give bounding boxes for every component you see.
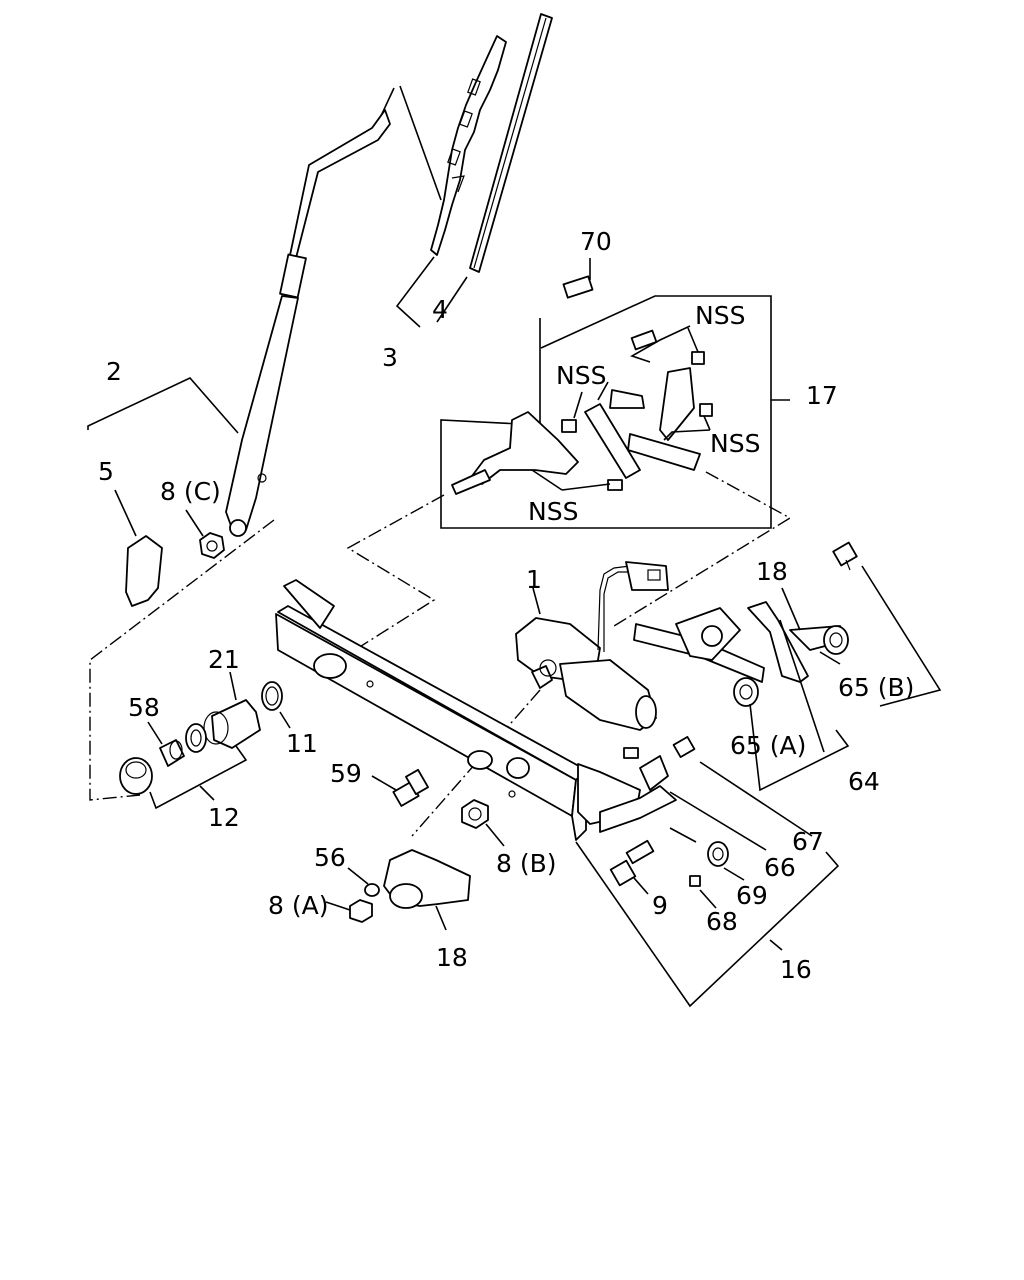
label-18-top: 18	[756, 557, 788, 586]
label-2: 2	[106, 357, 122, 386]
label-56: 56	[314, 843, 346, 872]
label-70: 70	[580, 227, 612, 256]
washer-12	[185, 723, 207, 753]
nut-8a	[349, 899, 373, 923]
cap-65b	[823, 625, 849, 655]
clip-68	[689, 875, 701, 887]
pivot-housing	[451, 411, 579, 495]
label-65b: 65 (B)	[838, 673, 914, 702]
screw-nss-4	[699, 403, 713, 417]
bolt-59	[392, 768, 429, 807]
label-17: 17	[806, 381, 838, 410]
plug-67	[623, 747, 639, 759]
screw-64	[832, 541, 858, 571]
screw-nss-2	[691, 351, 705, 365]
label-nss-right: NSS	[710, 429, 760, 458]
main-bracket	[275, 579, 587, 841]
label-59: 59	[330, 759, 362, 788]
link-pivot-left	[675, 607, 741, 661]
label-3: 3	[382, 343, 398, 372]
cap-65a	[733, 677, 759, 707]
lower-pivot-18	[383, 849, 471, 909]
cap-nut-12	[119, 757, 153, 795]
wiper-blade-frame	[430, 35, 507, 256]
label-66: 66	[764, 853, 796, 882]
label-4: 4	[432, 295, 448, 324]
wiper-motor	[515, 617, 657, 731]
bushing-69	[707, 841, 729, 867]
nut-8c	[199, 532, 225, 559]
label-11: 11	[286, 729, 318, 758]
oring-11	[261, 681, 283, 711]
mount-bracket-16	[577, 763, 677, 833]
screw-nss-5	[607, 479, 623, 491]
nut-8b	[461, 799, 489, 829]
screw-70	[562, 275, 594, 299]
bolt-9	[609, 839, 655, 887]
label-5: 5	[98, 457, 114, 486]
label-1: 1	[526, 565, 542, 594]
screw-nss-1	[630, 329, 658, 351]
label-69: 69	[736, 881, 768, 910]
linkage-plate	[584, 367, 701, 479]
label-nss-bottom: NSS	[528, 497, 578, 526]
label-67: 67	[792, 827, 824, 856]
label-8a: 8 (A)	[268, 891, 328, 920]
label-nss-mid: NSS	[556, 361, 606, 390]
label-12: 12	[208, 803, 240, 832]
arm-cap	[125, 535, 163, 607]
wiper-blade-strip	[469, 13, 553, 273]
label-68: 68	[706, 907, 738, 936]
label-58: 58	[128, 693, 160, 722]
motor-wire-connector	[597, 561, 669, 652]
spacer-58	[159, 739, 185, 767]
label-16: 16	[780, 955, 812, 984]
washer-56	[364, 883, 380, 897]
label-18-bottom: 18	[436, 943, 468, 972]
label-8c: 8 (C)	[160, 477, 221, 506]
label-64: 64	[848, 767, 880, 796]
label-9: 9	[652, 891, 668, 920]
bushing-21	[203, 699, 261, 749]
label-8b: 8 (B)	[496, 849, 557, 878]
wiper-arm	[225, 109, 391, 537]
label-21: 21	[208, 645, 240, 674]
label-65a: 65 (A)	[730, 731, 806, 760]
clip-66	[639, 755, 669, 791]
label-nss-top: NSS	[695, 301, 745, 330]
pivot-box-outline	[440, 295, 790, 529]
bolt-67	[672, 736, 696, 758]
screw-nss-3	[561, 419, 577, 433]
